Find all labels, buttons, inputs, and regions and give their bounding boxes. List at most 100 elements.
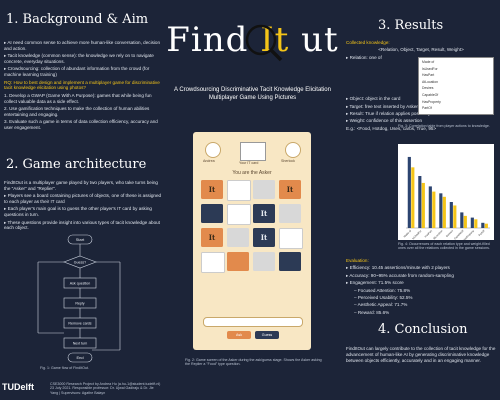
section-background-title: 1. Background & Aim — [6, 12, 149, 27]
title-part: Find — [166, 20, 261, 60]
collected-label: Collected knowledge: — [346, 40, 390, 45]
board-card[interactable]: It — [253, 228, 275, 247]
flow-step — [63, 337, 97, 349]
relation-point: ▸ Relation: one of — [346, 54, 382, 60]
tudelft-logo: TUDelft — [2, 382, 34, 392]
flow-step-label: Ask question — [70, 282, 91, 286]
architecture-point: FindItOut is a multiplayer game played b… — [4, 180, 158, 191]
guess-button[interactable]: Guess — [255, 331, 279, 339]
board-card[interactable]: It — [253, 204, 275, 223]
flow-step — [63, 317, 97, 329]
board-card[interactable] — [279, 252, 301, 271]
section-architecture-body: FindItOut is a multiplayer game played b… — [4, 180, 162, 233]
relation-row: HasProperty — [422, 99, 441, 104]
bar — [449, 202, 453, 228]
evaluation-point: ▸ Engagement: 71.5% score — [346, 280, 404, 286]
evaluation-point: ▸ Efficiency: 10.45 assertions/minute wi… — [346, 265, 450, 271]
poster-subtitle: A Crowdsourcing Discriminative Tacit Kno… — [174, 87, 331, 102]
board-card[interactable] — [227, 228, 249, 247]
chart-caption: Fig. 4: Occurrences of each relation typ… — [398, 242, 490, 251]
player-name: Andrea — [203, 159, 215, 163]
board-card[interactable]: It — [201, 228, 223, 247]
board-card[interactable] — [279, 204, 301, 223]
board-card[interactable]: It — [201, 180, 223, 199]
flow-step-label: Next turn — [73, 342, 88, 346]
background-point: ▸ Tacit knowledge (common sense): the kn… — [4, 53, 154, 64]
player-avatar[interactable] — [205, 142, 221, 158]
evaluation-title: Evaluation: — [346, 258, 369, 263]
title-part: ut — [289, 20, 339, 60]
section-results-body: Collected knowledge: <Relation, Object, … — [346, 40, 496, 133]
flow-step-label: Reply — [75, 302, 84, 306]
relation-row: Desires — [422, 86, 434, 91]
flow-end-label: End — [76, 355, 83, 360]
relation-table: Made of IsUsedFor HasPart AtLocation Des… — [418, 57, 494, 115]
relation-row: AtLocation — [422, 79, 439, 84]
bar — [442, 196, 446, 228]
section-conclusion-title: 4. Conclusion — [378, 322, 468, 337]
flow-step — [63, 277, 97, 289]
board-card[interactable] — [253, 252, 275, 271]
relation-row: IsUsedFor — [422, 66, 438, 71]
aim-point: 1. Develop a GWAP (Game With A Purpose):… — [4, 92, 152, 104]
flow-decision — [63, 255, 97, 269]
flow-end — [67, 352, 93, 363]
bar — [460, 212, 464, 228]
aim-point: 2. Use gamification techniques to make t… — [4, 105, 150, 117]
flow-start-label: Start — [76, 237, 85, 242]
flow-step — [63, 297, 97, 309]
engagement-sub: – Focused Attention: 75.8% — [354, 287, 411, 293]
card-board: It It It It It — [201, 180, 303, 273]
engagement-sub: – Perceived Usability: 52.5% — [354, 294, 413, 300]
x-tick-label: Made of — [402, 229, 412, 239]
flow-step-label: Remove cards — [68, 322, 91, 326]
bar — [432, 191, 436, 228]
board-card[interactable] — [201, 252, 225, 273]
bar — [418, 176, 422, 228]
board-card[interactable] — [227, 204, 251, 225]
board-card[interactable]: It — [279, 180, 301, 199]
board-card[interactable] — [201, 204, 223, 223]
bar — [484, 223, 488, 228]
bar — [428, 186, 432, 228]
bar — [463, 215, 467, 228]
credits: CSE3000 Research Project by Andrea Hu (a… — [50, 382, 161, 395]
board-card[interactable] — [253, 180, 275, 199]
board-card[interactable] — [227, 252, 249, 271]
result-point: ▸ Result: True if relation applies posit… — [346, 110, 453, 116]
architecture-point: ▸ These questions provide insight into v… — [4, 219, 160, 231]
opponent-avatar[interactable] — [285, 142, 301, 158]
magnifier-icon — [245, 24, 283, 62]
background-point: ▸ Crowdsourcing: collection of abundant … — [4, 66, 150, 78]
relation-row: CapableOf — [422, 92, 439, 97]
x-tick-label: CapableOf — [453, 229, 465, 240]
footer: TUDelft CSE3000 Research Project by Andr… — [0, 378, 165, 400]
bar — [411, 167, 415, 228]
aim-point: 3. Evaluate such a game in terms of data… — [4, 119, 158, 130]
result-point: ▸ Weight: confidence of this assertion — [346, 118, 423, 124]
game-flow-diagram: Start Guess? Ask question Reply Remove c… — [37, 234, 121, 363]
flow-decision-label: Guess? — [74, 261, 86, 265]
question-input[interactable] — [203, 317, 303, 327]
board-card[interactable] — [279, 228, 303, 249]
bar — [481, 222, 485, 228]
architecture-point: ▸ Players see a board containing picture… — [4, 193, 162, 204]
evaluation-point: ▸ Accuracy: 90~95% accurate from random-… — [346, 272, 454, 278]
opponent-name: Sherlock — [281, 159, 295, 163]
it-card[interactable] — [240, 142, 266, 161]
ask-button[interactable]: Ask — [227, 331, 251, 339]
it-card-label: Your IT card — [239, 161, 259, 165]
bar — [421, 182, 425, 228]
bar — [439, 193, 443, 228]
section-background-body: ▸ AI need common sense to achieve more h… — [4, 40, 162, 132]
board-card[interactable] — [227, 180, 251, 201]
x-tick-label: HasProperty — [462, 228, 476, 240]
role-banner: You are the Asker — [232, 170, 272, 176]
engagement-sub: – Reward: 85.6% — [354, 309, 390, 315]
bar — [453, 205, 457, 228]
background-point: ▸ AI need common sense to achieve more h… — [4, 40, 161, 51]
x-tick-label: HasPart — [423, 229, 433, 239]
bar — [474, 219, 478, 228]
